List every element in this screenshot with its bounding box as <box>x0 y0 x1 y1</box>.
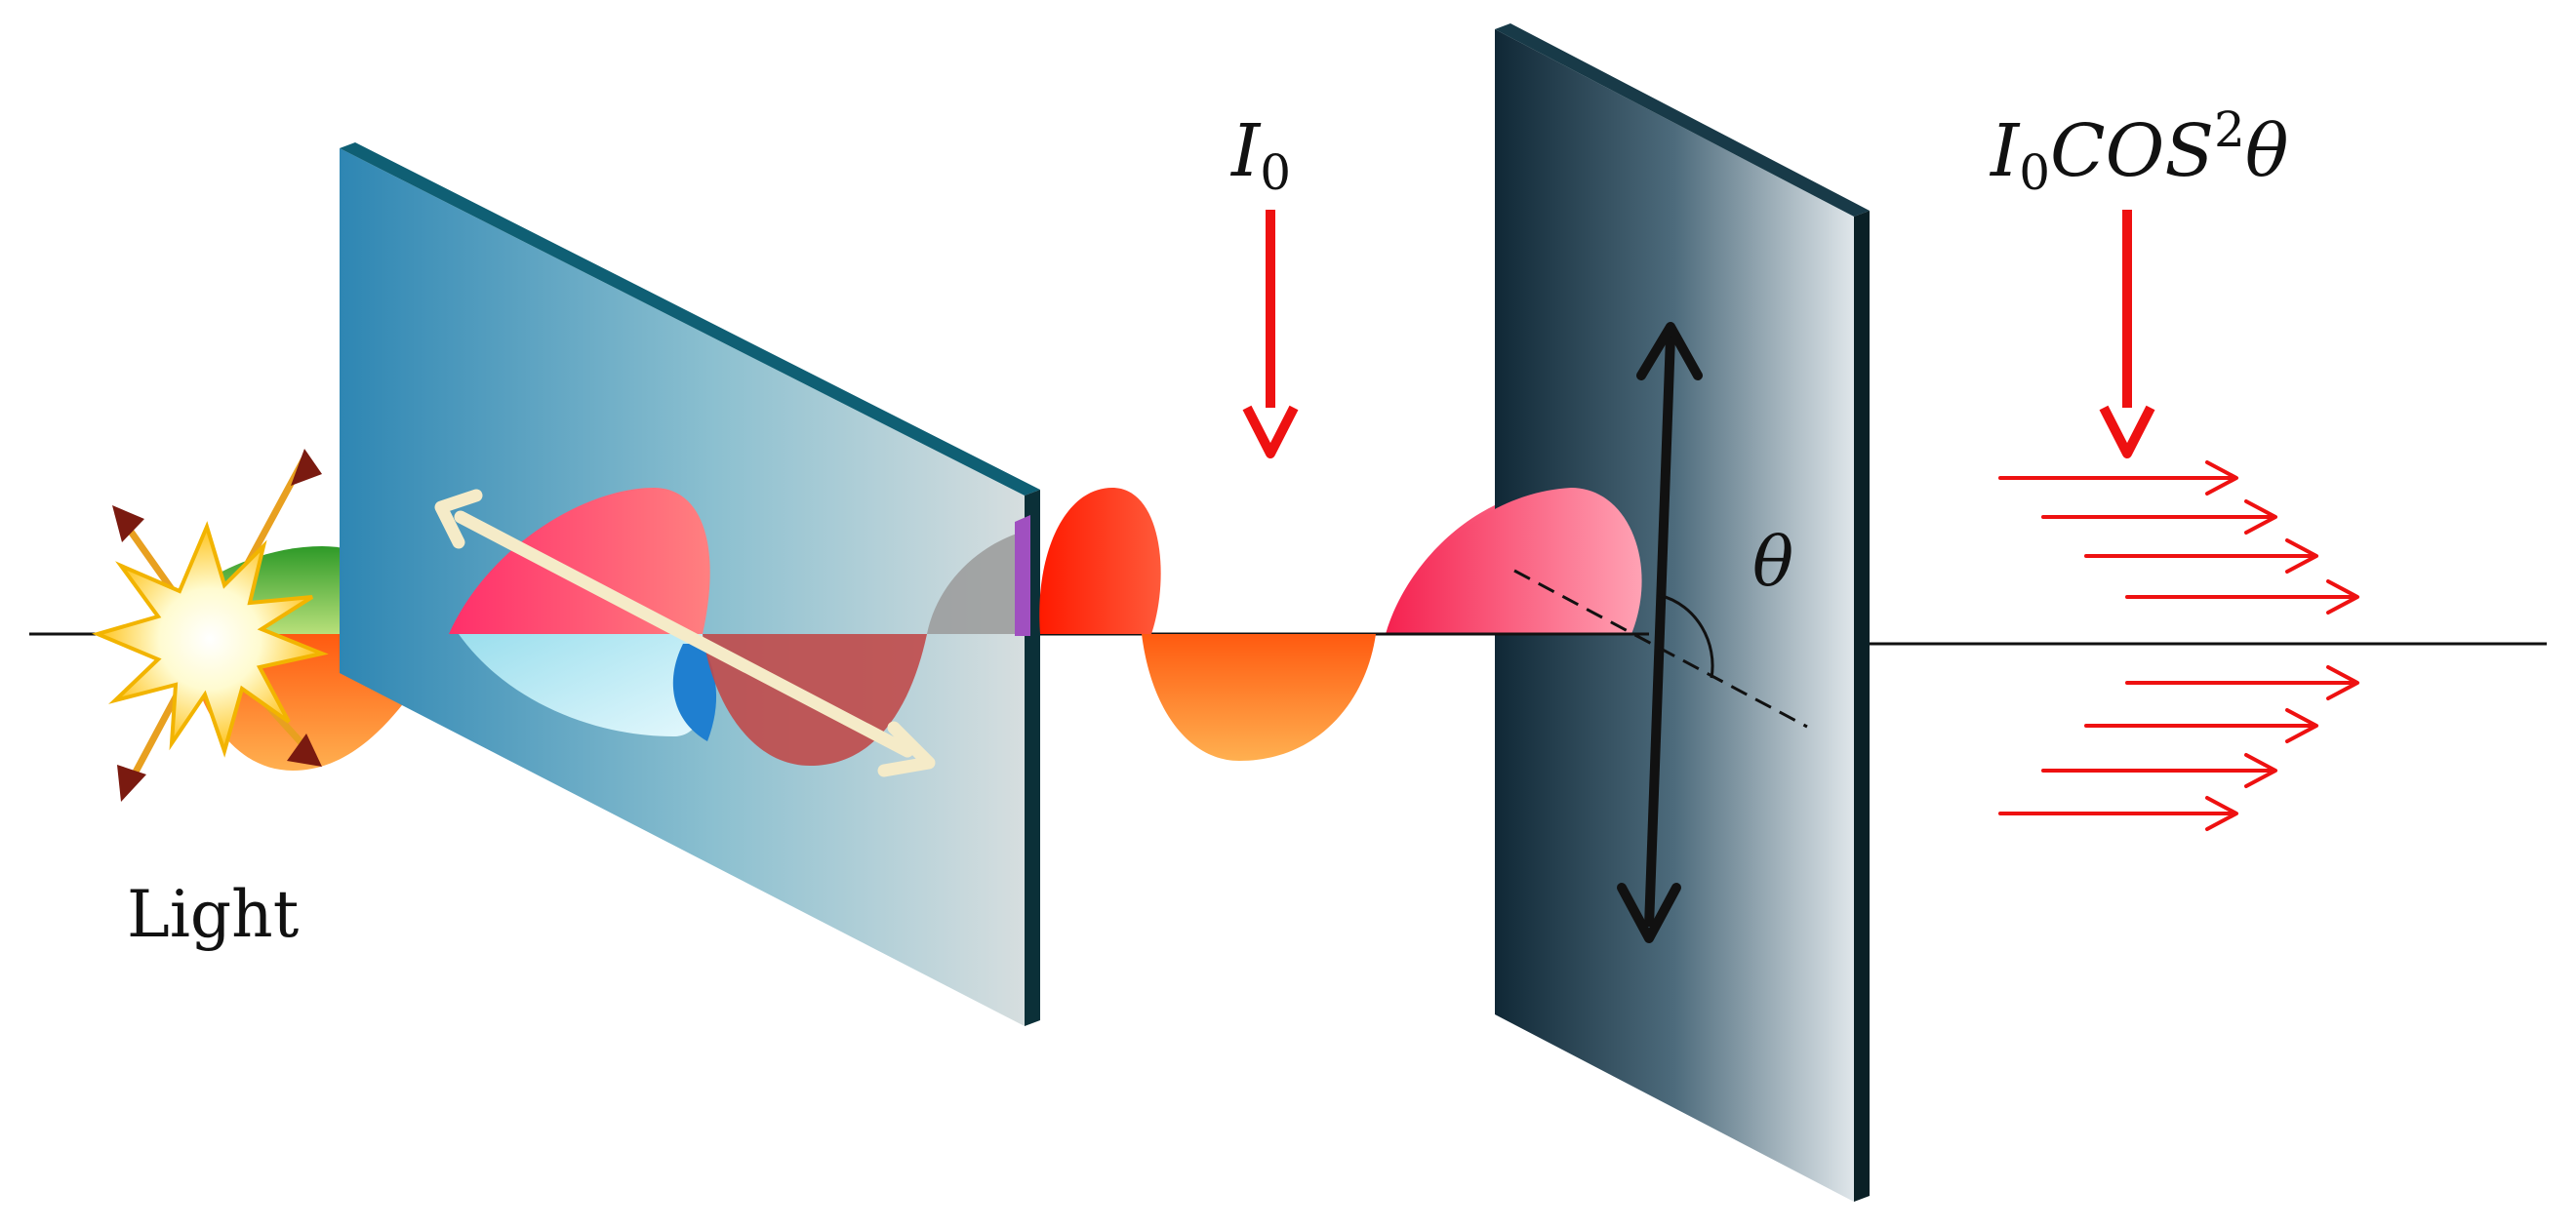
dashed-polarization-line <box>1513 569 1808 729</box>
label-intensity-transmitted: I0COS2θ <box>1989 101 2288 201</box>
wave-lobe-red <box>1039 488 1161 634</box>
double-arrow-icon-2 <box>1644 336 1675 928</box>
angle-arc <box>1658 593 1714 679</box>
wave-lobe-pink-overlay <box>1386 488 1642 634</box>
label-angle: θ <box>1752 522 1793 602</box>
polarizer-2-face <box>1495 29 1854 1202</box>
label-light: Light <box>127 877 299 952</box>
light-source <box>92 449 329 802</box>
label-intensity-initial: I0 <box>1229 109 1291 201</box>
wave-lobe-orange-2 <box>1142 634 1376 761</box>
polarizer-2-top-edge <box>1495 23 1870 217</box>
intensity-arrow-initial <box>1242 210 1299 458</box>
wave-lobe-cyan <box>459 634 706 736</box>
intensity-arrow-transmitted <box>2099 210 2155 458</box>
transmission-axis-1 <box>434 489 936 777</box>
polarizer-1-top-edge <box>340 142 1040 496</box>
wave-lobe-grey <box>927 532 1023 634</box>
wave-edge-purple <box>1015 515 1030 636</box>
wave-lobe-blue <box>672 644 717 741</box>
polarizer-2 <box>1495 23 1870 1202</box>
transmitted-beam <box>1998 460 2359 831</box>
double-arrow-icon <box>454 510 914 758</box>
polarizer-2-side-edge <box>1854 211 1870 1202</box>
wave-lobe-pink <box>449 488 710 634</box>
starburst-icon <box>92 521 329 758</box>
transmission-axis-2 <box>1617 322 1703 943</box>
